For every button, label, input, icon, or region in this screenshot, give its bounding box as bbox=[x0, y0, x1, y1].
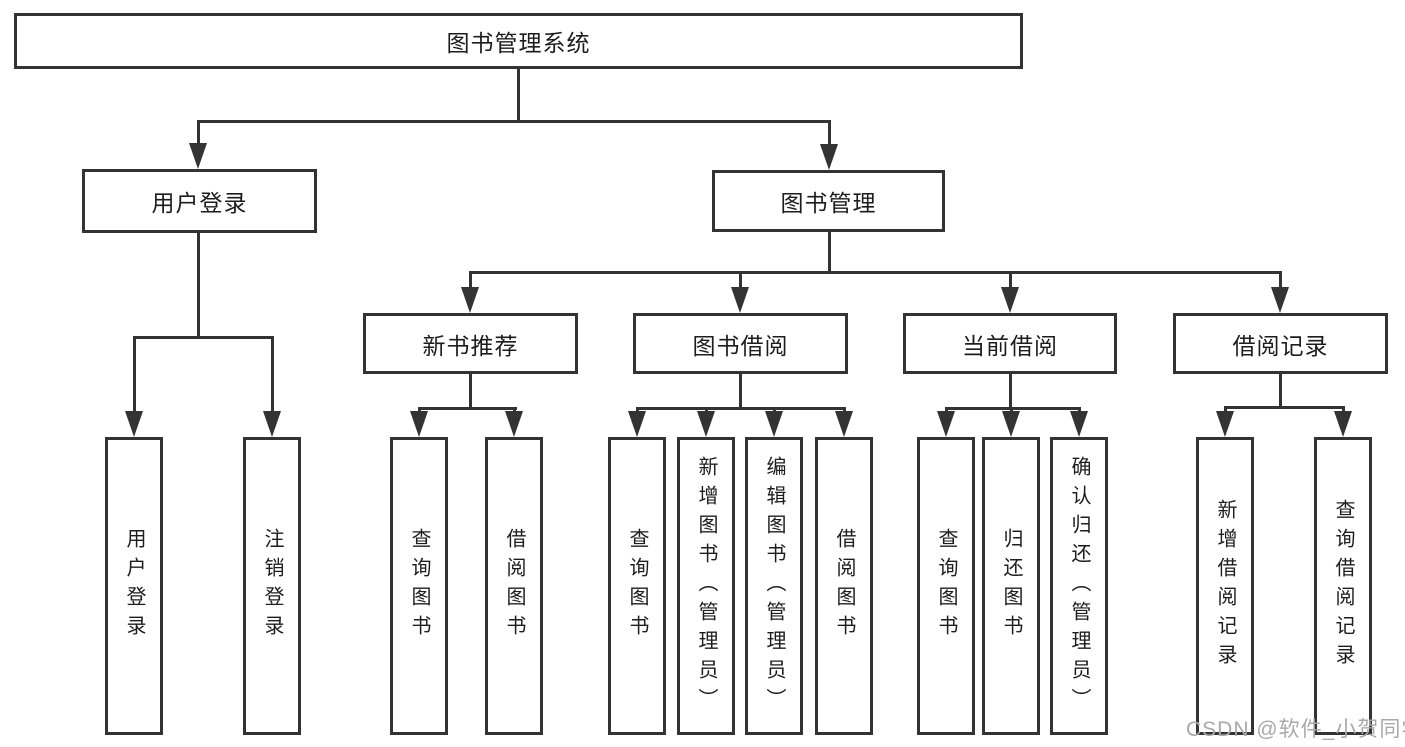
node-label: 图书借阅 bbox=[692, 332, 789, 359]
connector-line bbox=[517, 69, 520, 120]
leaf-borrowing-add-books-admin: 新增图书（管理员） bbox=[677, 437, 735, 735]
node-label: 借阅图书 bbox=[503, 528, 525, 644]
arrow-down-icon bbox=[1002, 411, 1020, 437]
connector-line bbox=[1279, 373, 1282, 408]
leaf-logout: 注销登录 bbox=[243, 437, 301, 735]
connector-line bbox=[636, 407, 846, 410]
connector-line bbox=[513, 407, 516, 413]
arrow-down-icon bbox=[835, 411, 853, 437]
node-system-root: 图书管理系统 bbox=[14, 13, 1023, 69]
arrow-down-icon bbox=[461, 287, 479, 313]
arrow-down-icon bbox=[937, 411, 955, 437]
node-label: 查询图书 bbox=[935, 528, 957, 644]
connector-line bbox=[133, 336, 136, 413]
connector-line bbox=[1009, 271, 1012, 289]
connector-line bbox=[197, 120, 831, 123]
leaf-recommend-borrow-books: 借阅图书 bbox=[485, 437, 543, 735]
leaf-records-query-borrow-record: 查询借阅记录 bbox=[1314, 437, 1372, 735]
connector-line bbox=[197, 120, 200, 145]
node-label: 查询借阅记录 bbox=[1332, 499, 1354, 673]
node-label: 用户登录 bbox=[123, 528, 145, 644]
leaf-borrowing-edit-books-admin: 编辑图书（管理员） bbox=[745, 437, 803, 735]
leaf-current-confirm-return-admin: 确认归还（管理员） bbox=[1050, 437, 1108, 735]
arrow-down-icon bbox=[731, 287, 749, 313]
node-label: 新增图书（管理员） bbox=[695, 455, 717, 717]
connector-line bbox=[945, 407, 1081, 410]
leaf-borrowing-borrow-books: 借阅图书 bbox=[815, 437, 873, 735]
connector-line bbox=[1078, 407, 1081, 413]
node-label: 借阅图书 bbox=[833, 528, 855, 644]
connector-line bbox=[1224, 406, 1227, 413]
connector-line bbox=[1342, 406, 1345, 413]
leaf-user-login: 用户登录 bbox=[105, 437, 163, 735]
node-user-login: 用户登录 bbox=[82, 169, 317, 233]
node-book-management: 图书管理 bbox=[712, 170, 945, 232]
connector-line bbox=[739, 271, 742, 289]
node-label: 编辑图书（管理员） bbox=[763, 455, 785, 717]
connector-line bbox=[945, 407, 948, 413]
arrow-down-icon bbox=[1271, 287, 1289, 313]
leaf-recommend-query-books: 查询图书 bbox=[390, 437, 448, 735]
node-label: 注销登录 bbox=[261, 528, 283, 644]
csdn-watermark: CSDN @软件_小贺同学 bbox=[1186, 718, 1405, 741]
node-label: 查询图书 bbox=[408, 528, 430, 644]
connector-line bbox=[636, 407, 639, 413]
node-label: 当前借阅 bbox=[962, 332, 1058, 359]
node-label: 图书管理系统 bbox=[446, 30, 591, 56]
node-label: 借阅记录 bbox=[1232, 332, 1329, 359]
connector-line bbox=[133, 336, 274, 339]
arrow-down-icon bbox=[1070, 411, 1088, 437]
node-label: 新书推荐 bbox=[422, 332, 519, 359]
node-new-book-recommendation: 新书推荐 bbox=[363, 313, 578, 374]
connector-line bbox=[418, 407, 421, 413]
leaf-records-add-borrow-record: 新增借阅记录 bbox=[1196, 437, 1254, 735]
connector-line bbox=[1010, 407, 1013, 413]
connector-line bbox=[739, 373, 742, 409]
connector-line bbox=[271, 336, 274, 413]
arrow-down-icon bbox=[410, 411, 428, 437]
node-label: 图书管理 bbox=[780, 190, 877, 216]
connector-line bbox=[469, 271, 1282, 274]
arrow-down-icon bbox=[628, 411, 646, 437]
connector-line bbox=[1224, 406, 1345, 409]
connector-line bbox=[773, 407, 776, 413]
leaf-current-return-books: 归还图书 bbox=[982, 437, 1040, 735]
arrow-down-icon bbox=[263, 411, 281, 437]
leaf-borrowing-query-books: 查询图书 bbox=[608, 437, 666, 735]
node-current-borrowing: 当前借阅 bbox=[903, 313, 1117, 374]
arrow-down-icon bbox=[820, 144, 838, 170]
connector-line bbox=[828, 231, 831, 273]
connector-line bbox=[197, 232, 200, 338]
node-label: 新增借阅记录 bbox=[1214, 499, 1236, 673]
leaf-current-query-books: 查询图书 bbox=[917, 437, 975, 735]
connector-line bbox=[469, 373, 472, 409]
arrow-down-icon bbox=[765, 411, 783, 437]
connector-line bbox=[843, 407, 846, 413]
arrow-down-icon bbox=[1334, 411, 1352, 437]
arrow-down-icon bbox=[125, 411, 143, 437]
arrow-down-icon bbox=[505, 411, 523, 437]
connector-line bbox=[1009, 373, 1012, 409]
connector-line bbox=[1279, 271, 1282, 289]
node-label: 确认归还（管理员） bbox=[1068, 455, 1090, 717]
node-label: 用户登录 bbox=[151, 190, 248, 216]
node-label: 查询图书 bbox=[626, 528, 648, 644]
node-borrowing-records: 借阅记录 bbox=[1173, 313, 1388, 374]
arrow-down-icon bbox=[1216, 411, 1234, 437]
arrow-down-icon bbox=[697, 411, 715, 437]
connector-line bbox=[705, 407, 708, 413]
node-book-borrowing: 图书借阅 bbox=[633, 313, 848, 374]
node-label: 归还图书 bbox=[1000, 528, 1022, 644]
connector-line bbox=[418, 407, 517, 410]
arrow-down-icon bbox=[189, 143, 207, 169]
connector-line bbox=[828, 120, 831, 146]
arrow-down-icon bbox=[1001, 287, 1019, 313]
connector-line bbox=[469, 271, 472, 289]
